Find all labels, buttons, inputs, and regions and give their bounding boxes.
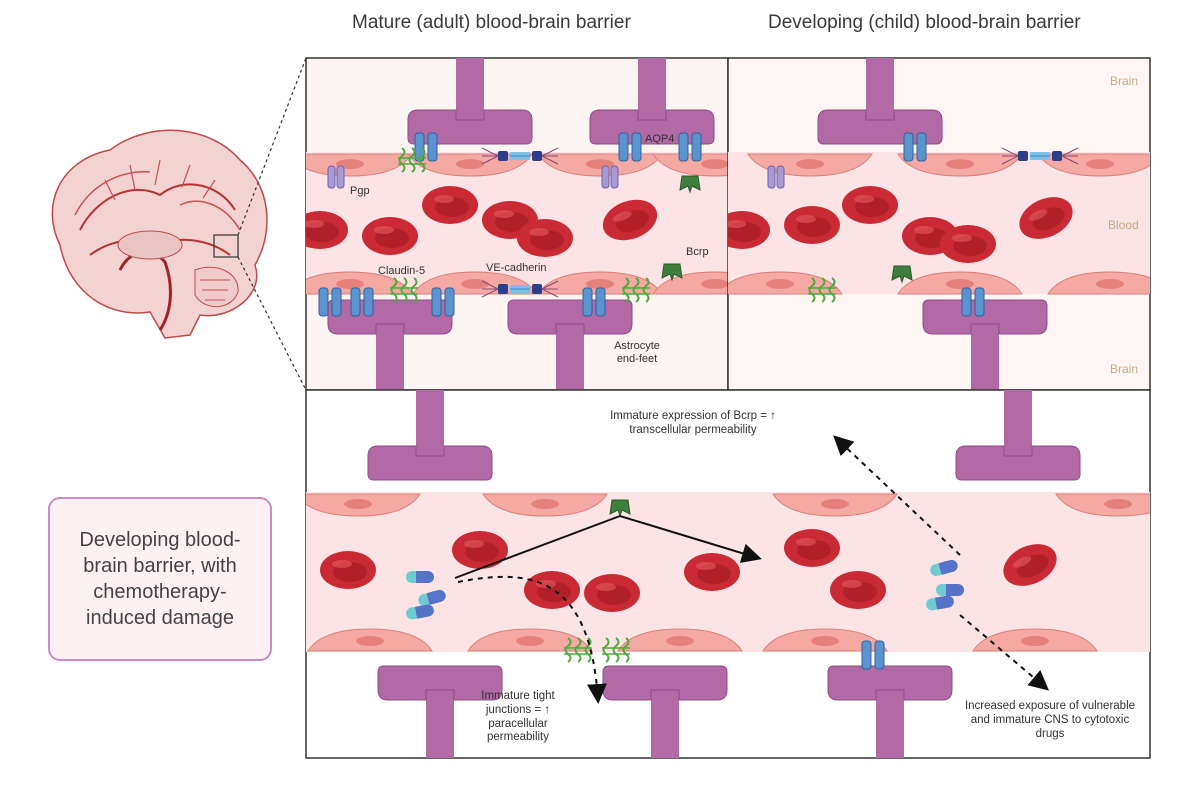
- label-blood: Blood: [1108, 218, 1139, 232]
- label-pgp: Pgp: [350, 185, 370, 197]
- label-ve-cadherin: VE-cadherin: [486, 262, 547, 274]
- note-bcrp: Immature expression of Bcrp = ↑ transcel…: [610, 410, 776, 436]
- zoom-box: [213, 234, 239, 258]
- title-developing: Developing (child) blood-brain barrier: [768, 12, 1081, 33]
- note-exposure: Increased exposure of vulnerable and imm…: [964, 700, 1136, 740]
- label-aqp4: AQP4: [645, 133, 675, 145]
- summary-text: Developing blood-brain barrier, with che…: [79, 529, 241, 629]
- label-brain-bottom: Brain: [1110, 362, 1139, 376]
- brain-illustration: [51, 129, 268, 339]
- zoom-line-bottom: [237, 256, 307, 391]
- panel-damage: [305, 389, 1151, 759]
- label-brain-top: Brain: [1110, 74, 1139, 88]
- panel-mature: [305, 57, 729, 391]
- label-claudin5: Claudin-5: [378, 265, 426, 277]
- label-astrocyte: Astrocyte end-feet: [614, 340, 660, 366]
- note-tight-junctions: Immature tight junctions = ↑ paracellula…: [481, 690, 555, 744]
- zoom-line-top: [237, 57, 307, 236]
- summary-box: Developing blood-brain barrier, with che…: [48, 497, 272, 661]
- panel-developing: [727, 57, 1151, 391]
- title-mature: Mature (adult) blood-brain barrier: [352, 12, 631, 33]
- label-bcrp: Bcrp: [686, 246, 709, 258]
